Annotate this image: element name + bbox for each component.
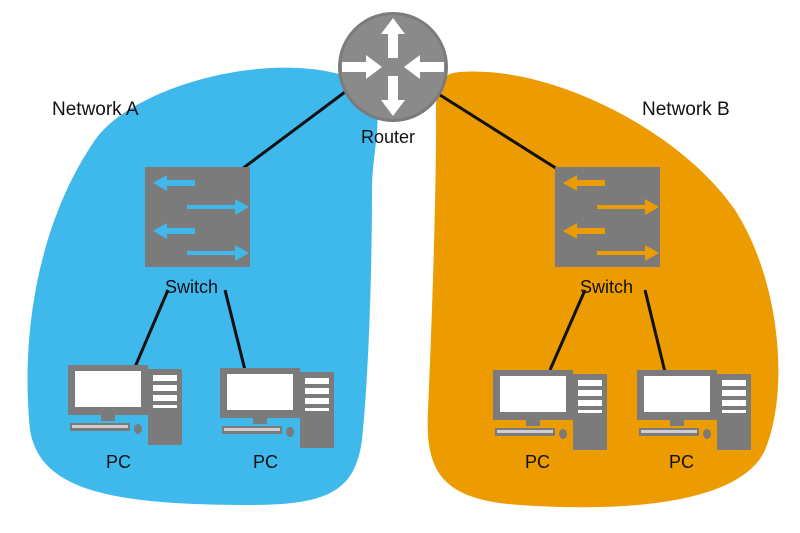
network-a-label: Network A <box>52 99 139 120</box>
link-switch-b-pc-2 <box>643 289 667 373</box>
link-switch-a-pc-2 <box>223 289 247 371</box>
pc-a2-label: PC <box>253 452 279 472</box>
network-b-label: Network B <box>642 99 730 120</box>
link-router-switch-a <box>237 90 346 174</box>
pc-b1-label: PC <box>525 452 551 472</box>
link-switch-b-pc-1 <box>548 289 587 371</box>
switch-a-label: Switch <box>165 277 219 297</box>
switch-a-icon <box>145 167 250 267</box>
link-router-switch-b <box>439 93 563 174</box>
pc-b2-label: PC <box>669 452 695 472</box>
pc-a1-label: PC <box>106 452 132 472</box>
switch-b-icon <box>555 167 660 267</box>
link-switch-a-pc-1 <box>133 289 170 368</box>
router-label: Router <box>361 127 416 147</box>
switch-b-label: Switch <box>580 277 634 297</box>
router-icon <box>338 12 448 122</box>
